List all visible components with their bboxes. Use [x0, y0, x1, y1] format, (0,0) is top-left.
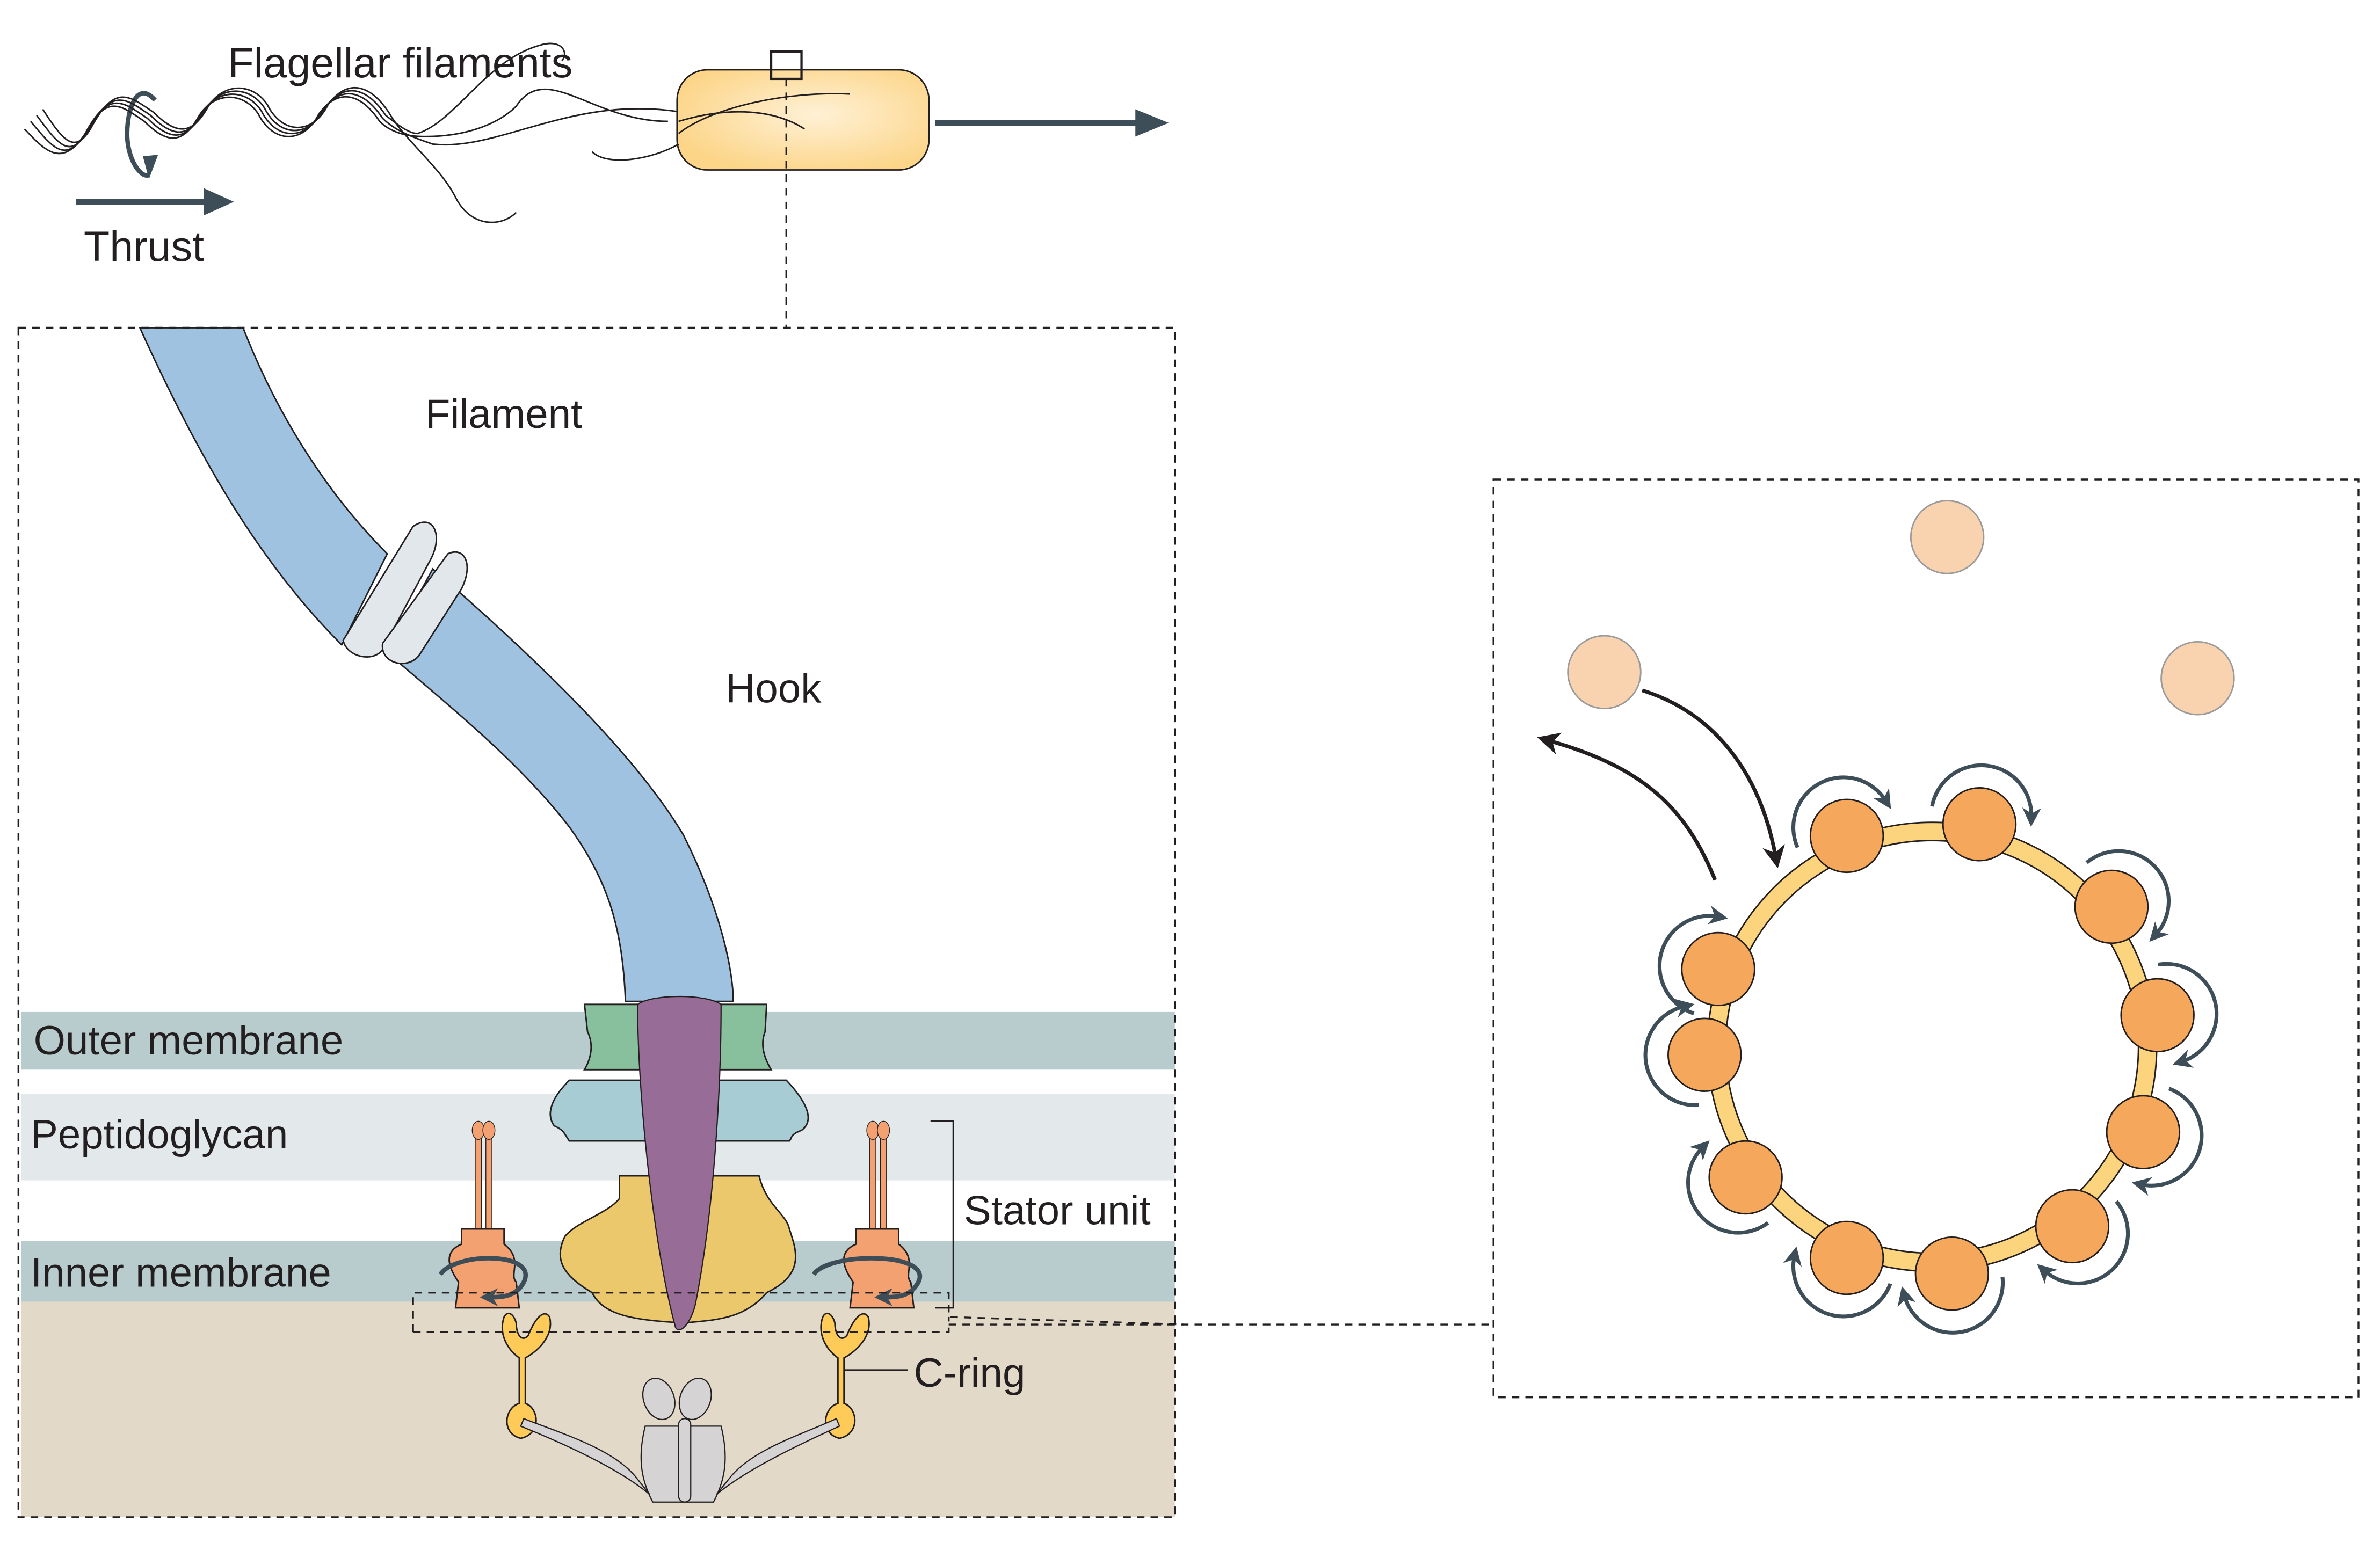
bound-stator [2106, 1087, 2204, 1196]
bound-stator [1791, 775, 1891, 874]
bacterium-overview: Flagellar filaments Thrust [24, 39, 1169, 328]
label-flagellar-filaments: Flagellar filaments [228, 39, 572, 86]
label-thrust: Thrust [84, 222, 204, 270]
rotor-stator-zoom-region [412, 1292, 1184, 1333]
stator-ring-top-view-panel [1492, 478, 2360, 1399]
hook-shape [386, 567, 734, 1002]
label-hook: Hook [725, 666, 822, 711]
label-peptidoglycan: Peptidoglycan [31, 1112, 288, 1158]
stator-release-arrow-icon [1537, 732, 1717, 881]
filament-shape [139, 326, 388, 646]
free-stator-group [1567, 500, 2235, 716]
stator-unit-left [438, 1120, 528, 1309]
rotation-arrow-icon [2085, 849, 2171, 942]
bound-stator [2120, 962, 2219, 1068]
label-inner-membrane: Inner membrane [31, 1250, 331, 1295]
rotation-arrow-icon [438, 1256, 528, 1307]
rod [637, 995, 722, 1331]
flagellar-filaments [24, 42, 691, 223]
label-c-ring: C-ring [914, 1350, 1026, 1396]
stator-unit-right [811, 1120, 923, 1309]
bound-stator [1897, 1236, 2005, 1335]
bound-stator [1783, 1220, 1892, 1319]
rotation-arrow-icon [2037, 1200, 2130, 1286]
bound-stator [1657, 905, 1755, 1016]
motor-cross-section-panel: Filament Hook Outer membrane Peptidoglyc… [17, 326, 1494, 1518]
label-filament: Filament [425, 391, 583, 437]
rotation-arrow-icon [1791, 775, 1891, 849]
rotation-arrow-icon [1643, 999, 1699, 1108]
bound-stator [1643, 999, 1742, 1108]
export-apparatus [520, 1377, 840, 1503]
bound-stator [1930, 763, 2042, 862]
bound-stator-group [1643, 763, 2219, 1335]
rotation-arrow-icon [811, 1256, 923, 1307]
rotation-arrow-icon [1897, 1276, 2005, 1335]
cell-body [676, 69, 930, 171]
free-stator [2160, 641, 2235, 716]
bound-stator [2074, 849, 2171, 944]
free-stator [1910, 500, 1985, 574]
label-outer-membrane: Outer membrane [34, 1018, 344, 1064]
rotation-arrow-icon [1686, 1140, 1769, 1235]
filament-hook-junction [342, 521, 468, 665]
bound-stator [2035, 1189, 2130, 1286]
c-ring-left [501, 1312, 552, 1439]
rotation-arrow-icon [2158, 962, 2219, 1068]
cytoplasm-region [21, 1301, 1175, 1517]
free-stator [1567, 635, 1642, 710]
rotation-arrow-icon [53, 88, 92, 163]
rotation-arrow-icon [125, 91, 158, 179]
motor-panel-border [17, 326, 1176, 1518]
rotation-arrow-icon [2131, 1087, 2204, 1196]
stator-bracket [930, 1120, 954, 1309]
label-stator-unit: Stator unit [964, 1188, 1151, 1234]
bound-stator [1686, 1140, 1783, 1235]
c-ring-right [820, 1312, 870, 1439]
stator-binding-arrow-icon [1642, 688, 1785, 869]
ring-panel-border [1492, 478, 2360, 1399]
rotation-arrow-icon [1783, 1246, 1892, 1319]
rotation-arrow-icon [1930, 763, 2042, 827]
